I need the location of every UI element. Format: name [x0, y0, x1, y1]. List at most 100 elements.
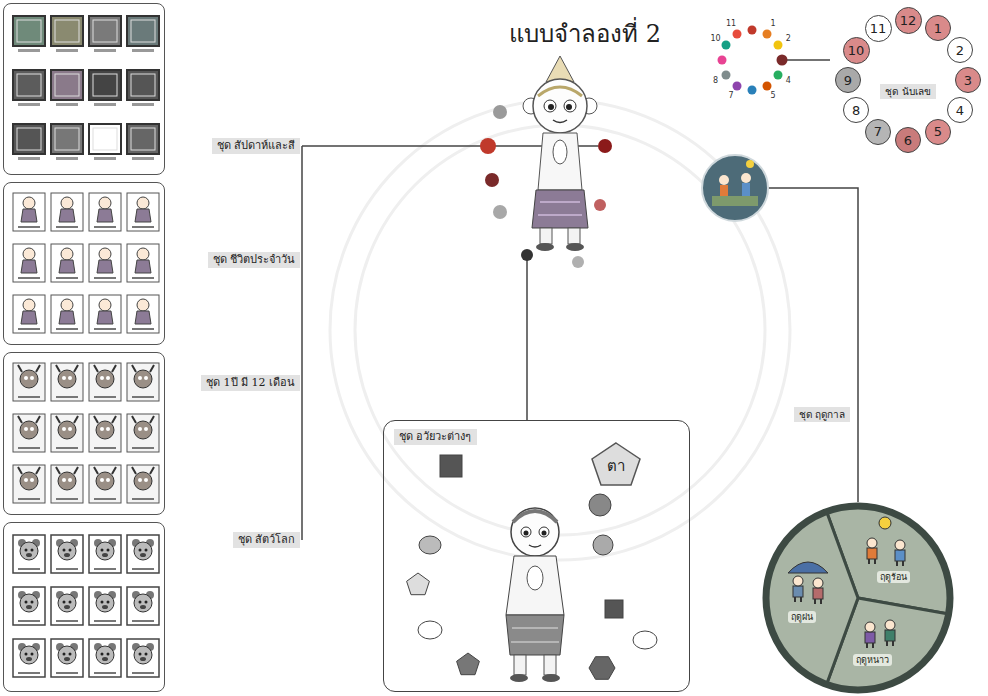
- number-circle: 11: [865, 15, 892, 42]
- callout-number: 4: [786, 77, 791, 85]
- number-circle: 5: [925, 119, 951, 145]
- color-dot: [493, 205, 507, 219]
- animal-tiles: [51, 639, 83, 677]
- body-part-shape: [407, 455, 657, 679]
- animal-tiles: [127, 535, 159, 573]
- child-legs: [815, 599, 821, 604]
- set-panel: ชุด สัตว์โลก: [3, 522, 300, 692]
- daily-life-tiles: [127, 244, 159, 282]
- part-label: ฤดูร้อน: [877, 571, 910, 584]
- number-circle: 8: [843, 97, 869, 123]
- number-label: 6: [904, 134, 912, 147]
- number-label: 9: [844, 74, 852, 87]
- sun-symbol: [879, 517, 891, 529]
- number-circle: 9: [835, 67, 861, 93]
- daily-life-tiles: [89, 193, 121, 231]
- daily-life-tiles: [51, 244, 83, 282]
- leader-line: [301, 146, 303, 540]
- animal-tiles: [89, 639, 121, 677]
- set-heading: ชุด นับเลข: [880, 84, 935, 99]
- monkey-mascot: [538, 202, 582, 215]
- leader-line: [526, 255, 528, 420]
- monkey-mascot: [523, 56, 597, 251]
- animal-tiles: [89, 587, 121, 625]
- monkey-mascot: [553, 120, 567, 123]
- leader-line: [782, 59, 830, 61]
- small-clock-dot: [777, 55, 788, 66]
- color-dot: [480, 138, 496, 154]
- small-clock-dot: [722, 41, 731, 50]
- elder-figure: [506, 556, 564, 615]
- callout-number: 1: [770, 20, 775, 28]
- set-panel: ชุด 1ปี มี 12 เดือน: [3, 352, 300, 515]
- month-tiles: [13, 414, 45, 452]
- diagram-title: แบบจำลองที่ 2: [509, 14, 661, 53]
- pentagon-shape: [592, 443, 640, 485]
- season-icon: [702, 155, 768, 221]
- child-body: [865, 632, 875, 643]
- pie-chart-art: [760, 405, 956, 696]
- color-tiles: [127, 16, 159, 52]
- child-figure: [813, 578, 823, 604]
- child-head: [793, 576, 803, 586]
- daily-life-tiles: [13, 193, 45, 231]
- callout-number: 8: [713, 77, 718, 85]
- child-figure: [865, 622, 875, 648]
- callout-number: 2: [786, 35, 791, 43]
- elder-figure: [506, 615, 564, 655]
- color-dot: [594, 199, 606, 211]
- child-head: [813, 578, 823, 588]
- pie-ring: [766, 506, 950, 690]
- monkey-mascot: [546, 56, 574, 82]
- part-label: ฤดูหนาว: [853, 654, 892, 667]
- month-tiles: [127, 465, 159, 503]
- season-icon: [741, 173, 751, 183]
- pie-group: [766, 506, 950, 690]
- body-part-shape: [605, 600, 623, 618]
- body-part-shape: [633, 631, 657, 649]
- child-body: [895, 550, 905, 561]
- monkey-mascot: [568, 228, 580, 244]
- leader-line: [767, 188, 858, 502]
- body-part-shape: [593, 535, 613, 555]
- season-icon: [702, 155, 768, 221]
- callout-number: 5: [770, 92, 775, 100]
- monkey-mascot: [553, 140, 567, 164]
- elder-figure: [544, 655, 556, 675]
- child-legs: [869, 559, 875, 564]
- month-tiles: [13, 363, 45, 401]
- child-figure: [867, 538, 877, 564]
- month-tiles: [89, 363, 121, 401]
- color-dot: [493, 105, 507, 119]
- season-icon: [742, 183, 750, 196]
- small-clock-dot: [763, 30, 772, 39]
- animal-tiles: [13, 639, 45, 677]
- small-clock-dot: [733, 82, 742, 91]
- small-clock-dot: [763, 82, 772, 91]
- color-tiles: [13, 16, 159, 160]
- daily-life-tiles: [13, 244, 45, 282]
- number-label: 10: [848, 44, 865, 57]
- daily-life-tiles: [13, 193, 159, 333]
- part-pentagon: ตา: [590, 441, 642, 487]
- month-tiles: [89, 414, 121, 452]
- season-pie: ชุด ฤดูกาลฤดูร้อนฤดูฝนฤดูหนาว: [760, 405, 956, 696]
- small-clock-dot: [748, 86, 757, 95]
- elder-figure: [539, 527, 549, 537]
- elder-figure: [527, 566, 543, 590]
- set-panel: ชุด ชีวิตประจำวัน: [3, 182, 300, 345]
- child-legs: [795, 597, 801, 602]
- color-tiles: [89, 70, 121, 106]
- elder-figure: [542, 674, 560, 682]
- number-label: 1: [934, 22, 942, 35]
- color-dot: [598, 139, 612, 153]
- daily-life-tiles: [127, 295, 159, 333]
- animal-tiles: [51, 587, 83, 625]
- set-heading: ชุด 1ปี มี 12 เดือน: [201, 375, 300, 391]
- number-clock: ชุด นับเลข121234567891011: [830, 5, 986, 157]
- set-heading: ชุด อวัยวะต่างๆ: [394, 429, 477, 445]
- animal-tiles: [13, 587, 45, 625]
- monkey-mascot: [540, 228, 552, 244]
- child-body: [813, 588, 823, 599]
